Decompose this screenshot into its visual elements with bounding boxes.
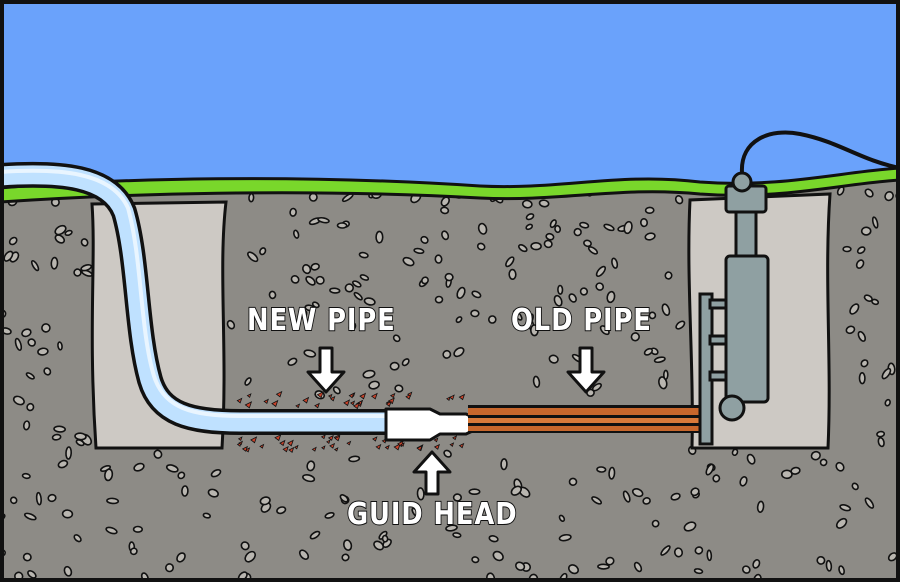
- label-old-pipe: OLD PIPE: [510, 302, 652, 339]
- hydraulic-hose: [739, 130, 900, 174]
- new-pipe-highlight: [0, 168, 392, 418]
- grass: [0, 166, 900, 204]
- arrow-guide-head: [412, 450, 452, 496]
- label-new-pipe: NEW PIPE: [246, 302, 396, 339]
- puller-machine: [718, 171, 770, 422]
- old-pipe: [468, 405, 704, 433]
- label-guide-head: GUID HEAD: [346, 496, 518, 533]
- arrow-old-pipe: [566, 346, 606, 394]
- soil-pebbles: [0, 184, 900, 582]
- debris-fragments: [236, 390, 466, 453]
- push-plate: [698, 292, 714, 446]
- new-pipe: [0, 165, 392, 432]
- arrow-new-pipe: [306, 346, 346, 394]
